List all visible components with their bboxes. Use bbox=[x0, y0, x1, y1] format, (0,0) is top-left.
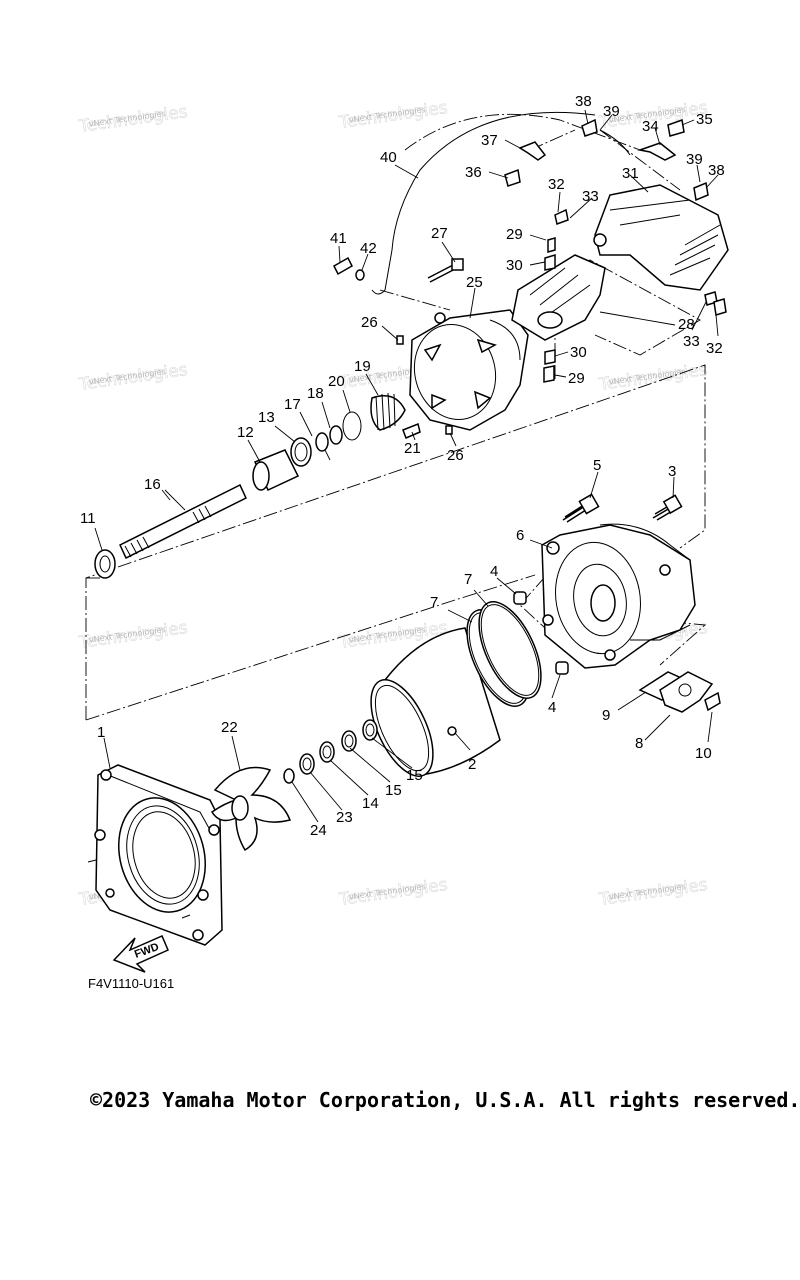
callout-6: 6 bbox=[516, 527, 524, 544]
callout-39: 39 bbox=[603, 103, 620, 120]
callout-15: 15 bbox=[385, 782, 402, 799]
callout-12: 12 bbox=[237, 424, 254, 441]
part-7-o-rings bbox=[466, 601, 542, 707]
callout-42: 42 bbox=[360, 240, 377, 257]
copyright-notice: ©2023 Yamaha Motor Corporation, U.S.A. A… bbox=[90, 1088, 800, 1112]
callout-29: 29 bbox=[506, 226, 523, 243]
callout-32: 32 bbox=[706, 340, 723, 357]
callout-25: 25 bbox=[466, 274, 483, 291]
callout-7: 7 bbox=[430, 594, 438, 611]
callout-38: 38 bbox=[575, 93, 592, 110]
leader-lines bbox=[94, 109, 719, 823]
callout-10: 10 bbox=[695, 745, 712, 762]
part-16-shaft bbox=[94, 411, 362, 579]
callout-33: 33 bbox=[582, 188, 599, 205]
callout-14: 14 bbox=[362, 795, 379, 812]
callout-37: 37 bbox=[481, 132, 498, 149]
part-28-nozzle bbox=[511, 237, 606, 383]
callout-labels: 1 2 3 4 4 5 6 7 7 8 9 10 11 12 13 14 15 … bbox=[80, 93, 725, 839]
part-22-impeller bbox=[210, 766, 292, 852]
small-fasteners bbox=[333, 118, 727, 316]
part-2-liner bbox=[370, 627, 501, 777]
part-3-5-bolts bbox=[562, 493, 683, 523]
callout-35: 35 bbox=[696, 111, 713, 128]
callout-33: 33 bbox=[683, 333, 700, 350]
callout-26: 26 bbox=[447, 447, 464, 464]
callout-24: 24 bbox=[310, 822, 327, 839]
part-19-cap bbox=[370, 392, 421, 439]
callout-27: 27 bbox=[431, 225, 448, 242]
callout-21: 21 bbox=[404, 440, 421, 457]
callout-16: 16 bbox=[144, 476, 161, 493]
callout-30: 30 bbox=[506, 257, 523, 274]
fwd-arrow-icon: FWD bbox=[112, 935, 169, 973]
callout-7: 7 bbox=[464, 571, 472, 588]
callout-4: 4 bbox=[490, 563, 498, 580]
part-4-dowel-pins bbox=[513, 591, 569, 675]
callout-4: 4 bbox=[548, 699, 556, 716]
callout-8: 8 bbox=[635, 735, 643, 752]
part-25-nozzle-housing bbox=[396, 309, 529, 435]
callout-9: 9 bbox=[602, 707, 610, 724]
callout-5: 5 bbox=[593, 457, 601, 474]
callout-17: 17 bbox=[284, 396, 301, 413]
callout-15: 15 bbox=[406, 767, 423, 784]
callout-2: 2 bbox=[468, 756, 476, 773]
callout-36: 36 bbox=[465, 164, 482, 181]
callout-13: 13 bbox=[258, 409, 275, 426]
callout-32: 32 bbox=[548, 176, 565, 193]
callout-40: 40 bbox=[380, 149, 397, 166]
callout-28: 28 bbox=[678, 316, 695, 333]
part-1-intake-plate bbox=[87, 764, 223, 946]
part-31-reverse-gate bbox=[593, 184, 729, 291]
callout-3: 3 bbox=[668, 463, 676, 480]
callout-39: 39 bbox=[686, 151, 703, 168]
callout-18: 18 bbox=[307, 385, 324, 402]
callout-19: 19 bbox=[354, 358, 371, 375]
callout-11: 11 bbox=[80, 510, 96, 527]
callout-29: 29 bbox=[568, 370, 585, 387]
callout-31: 31 bbox=[622, 165, 639, 182]
small-rings bbox=[283, 719, 378, 784]
callout-22: 22 bbox=[221, 719, 238, 736]
callout-23: 23 bbox=[336, 809, 353, 826]
callout-26: 26 bbox=[361, 314, 378, 331]
callout-20: 20 bbox=[328, 373, 345, 390]
part-6-pump-housing bbox=[541, 523, 696, 669]
part-8-9-10-cover bbox=[638, 671, 721, 713]
callout-41: 41 bbox=[330, 230, 347, 247]
part-34-37-brackets bbox=[518, 129, 677, 161]
drawing-code: F4V1110-U161 bbox=[88, 976, 175, 991]
callout-34: 34 bbox=[642, 118, 659, 135]
callout-38: 38 bbox=[708, 162, 725, 179]
callout-1: 1 bbox=[97, 724, 105, 741]
callout-30: 30 bbox=[570, 344, 587, 361]
part-40-cable bbox=[371, 111, 596, 295]
